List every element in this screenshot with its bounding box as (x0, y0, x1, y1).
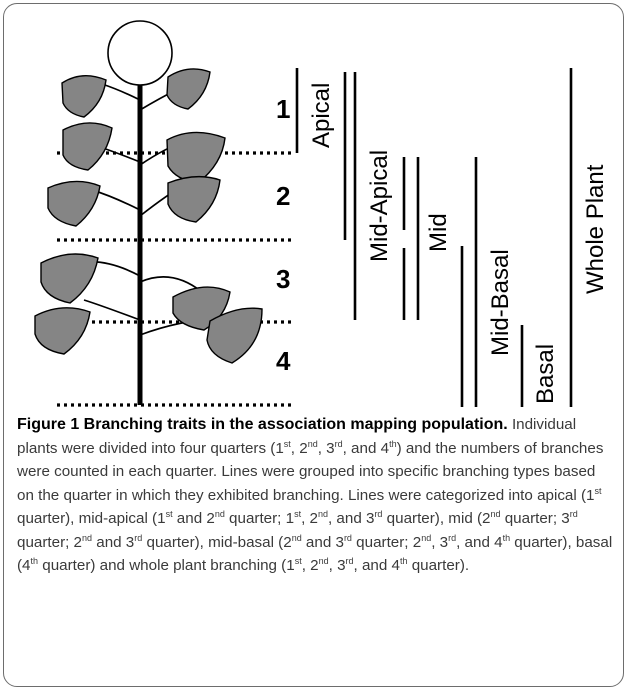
caption-text: quarter; 3 (500, 510, 570, 527)
quarter-label-2: 2 (276, 181, 290, 211)
quarter-label-3: 3 (276, 264, 290, 294)
ordinal-suffix: st (594, 485, 602, 496)
ordinal-suffix: th (30, 555, 39, 566)
ordinal-suffix: rd (569, 508, 578, 519)
caption-text: and 3 (301, 533, 344, 551)
quarter-label-1: 1 (276, 94, 290, 124)
caption-text: , 2 (290, 439, 308, 457)
leaves (34, 68, 263, 364)
caption-text: quarter), mid (2 (382, 510, 491, 527)
ordinal-suffix: nd (291, 532, 302, 543)
ordinal-suffix: th (502, 532, 511, 543)
range-bars (295, 68, 573, 407)
caption-text: quarter). (407, 557, 470, 574)
caption-title: Figure 1 Branching traits in the associa… (17, 416, 508, 433)
caption-text: quarter; 2 (351, 533, 422, 551)
caption-text: , and 4 (353, 557, 400, 574)
caption-text: quarter; 2 (17, 533, 83, 551)
ordinal-suffix: st (165, 508, 173, 519)
ordinal-suffix: th (389, 438, 397, 449)
group-label-mid: Mid (425, 213, 452, 252)
caption-text: , and 4 (342, 439, 390, 457)
group-label-mid-basal: Mid-Basal (487, 249, 514, 356)
ordinal-suffix: rd (334, 438, 343, 449)
caption-text: , 3 (317, 439, 335, 457)
figure-caption: Figure 1 Branching traits in the associa… (17, 413, 613, 578)
ordinal-suffix: nd (318, 555, 329, 566)
caption-text: quarter; 1 (224, 510, 295, 527)
ordinal-suffix: nd (421, 532, 432, 543)
caption-text: quarter) and whole plant branching (1 (38, 557, 295, 574)
group-label-apical: Apical (308, 83, 335, 148)
ordinal-suffix: nd (82, 532, 93, 543)
caption-text: , 3 (328, 557, 346, 574)
caption-text: and 3 (92, 533, 135, 551)
ordinal-suffix: rd (345, 555, 354, 566)
caption-text: , and 4 (456, 533, 503, 551)
ordinal-suffix: th (399, 555, 408, 566)
caption-text: , 2 (301, 557, 319, 574)
group-label-mid-apical: Mid-Apical (366, 150, 393, 262)
group-label-whole-plant: Whole Plant (582, 164, 609, 294)
caption-text: and 2 (172, 510, 215, 527)
caption-text: quarter), basal (4 (17, 533, 613, 575)
ordinal-suffix: rd (134, 532, 143, 543)
ordinal-suffix: nd (307, 438, 318, 449)
branching-diagram: 1 2 3 4 Apical Mid-Apical Mid Mid-Basal … (34, 20, 609, 407)
ordinal-suffix: st (294, 555, 302, 566)
figure-card (3, 3, 624, 687)
quarter-label-4: 4 (276, 346, 291, 376)
ordinal-suffix: nd (317, 508, 328, 519)
ordinal-suffix: rd (343, 532, 352, 543)
ordinal-suffix: rd (448, 532, 457, 543)
ordinal-suffix: st (283, 438, 291, 449)
apical-bud (107, 20, 173, 86)
ordinal-suffix: st (294, 508, 302, 519)
caption-text: ) and the numbers of branches were count… (17, 439, 604, 504)
caption-text: quarter), mid-apical (1 (17, 510, 166, 527)
group-label-basal: Basal (532, 344, 559, 404)
caption-text: , 2 (301, 510, 318, 527)
ordinal-suffix: nd (490, 508, 501, 519)
caption-text: , 3 (431, 533, 449, 551)
caption-text: quarter), mid-basal (2 (142, 533, 292, 551)
caption-text: Individual plants were divided into four… (17, 416, 577, 457)
caption-text: , and 3 (327, 510, 375, 527)
ordinal-suffix: nd (214, 508, 225, 519)
ordinal-suffix: rd (374, 508, 383, 519)
